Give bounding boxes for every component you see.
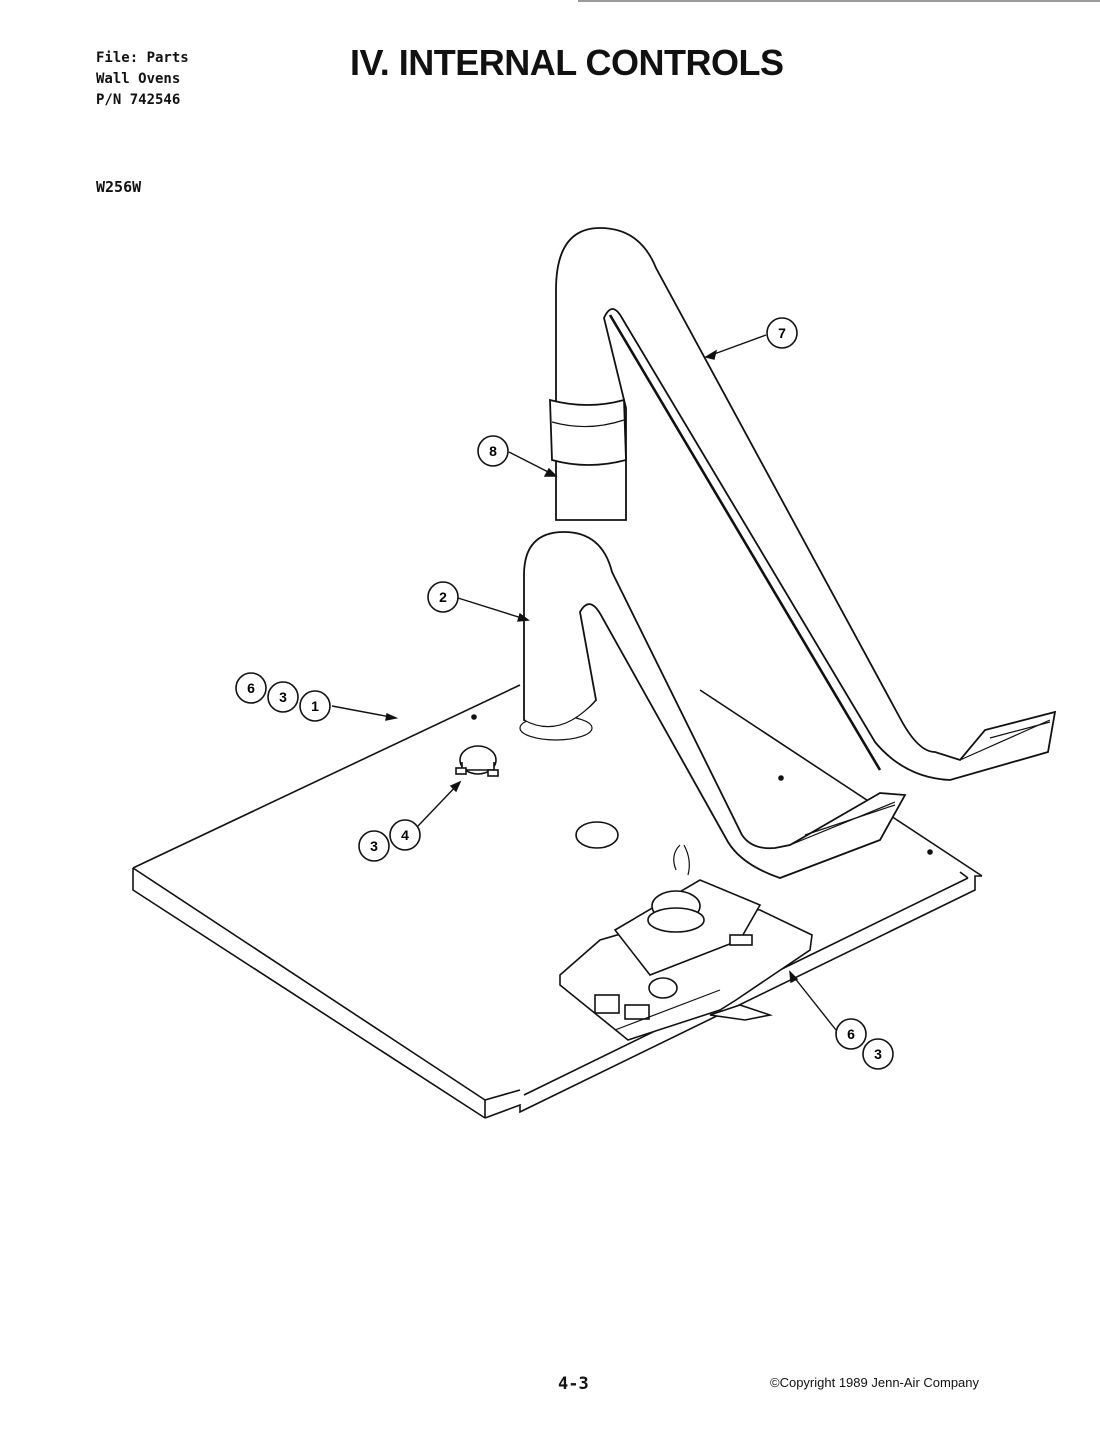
tube-7 [555,227,1057,781]
leader-lines [331,334,837,1031]
callout-3-bottom-label: 3 [874,1046,882,1062]
callout-6-bottom: 6 [835,1018,867,1050]
file-line: File: Parts [96,50,189,66]
callout-6-top: 6 [235,672,267,704]
callout-6-bottom-label: 6 [847,1026,855,1042]
callout-7-label: 7 [778,325,786,341]
part-number-line: P/N 742546 [96,92,181,108]
latch-assembly [559,844,813,1041]
base-plate [132,684,983,1119]
callout-4: 4 [389,819,421,851]
callout-3-top-label: 3 [279,689,287,705]
callout-4-label: 4 [401,827,409,843]
top-rule [578,0,1100,2]
file-info: File: Parts Wall Ovens P/N 742546 [96,48,189,111]
callout-1-label: 1 [311,698,319,714]
copyright-notice: ©Copyright 1989 Jenn-Air Company [770,1375,980,1390]
callout-8-label: 8 [489,443,497,459]
callout-8: 8 [477,435,509,467]
thermostat-4 [455,745,499,777]
product-line: Wall Ovens [96,71,181,87]
callout-2: 2 [427,581,459,613]
callout-3-bottom: 3 [862,1038,894,1070]
coupling-8 [549,398,627,466]
callout-1: 1 [299,690,331,722]
callout-3-mid: 3 [358,830,390,862]
callout-2-label: 2 [439,589,447,605]
callout-3-mid-label: 3 [370,838,378,854]
callout-7: 7 [766,317,798,349]
page-number: 4-3 [558,1374,589,1394]
model-number: W256W [96,178,142,196]
page-title: IV. INTERNAL CONTROLS [350,42,784,83]
tube-2 [523,531,907,879]
callout-6-top-label: 6 [247,680,255,696]
callout-3-top: 3 [267,681,299,713]
